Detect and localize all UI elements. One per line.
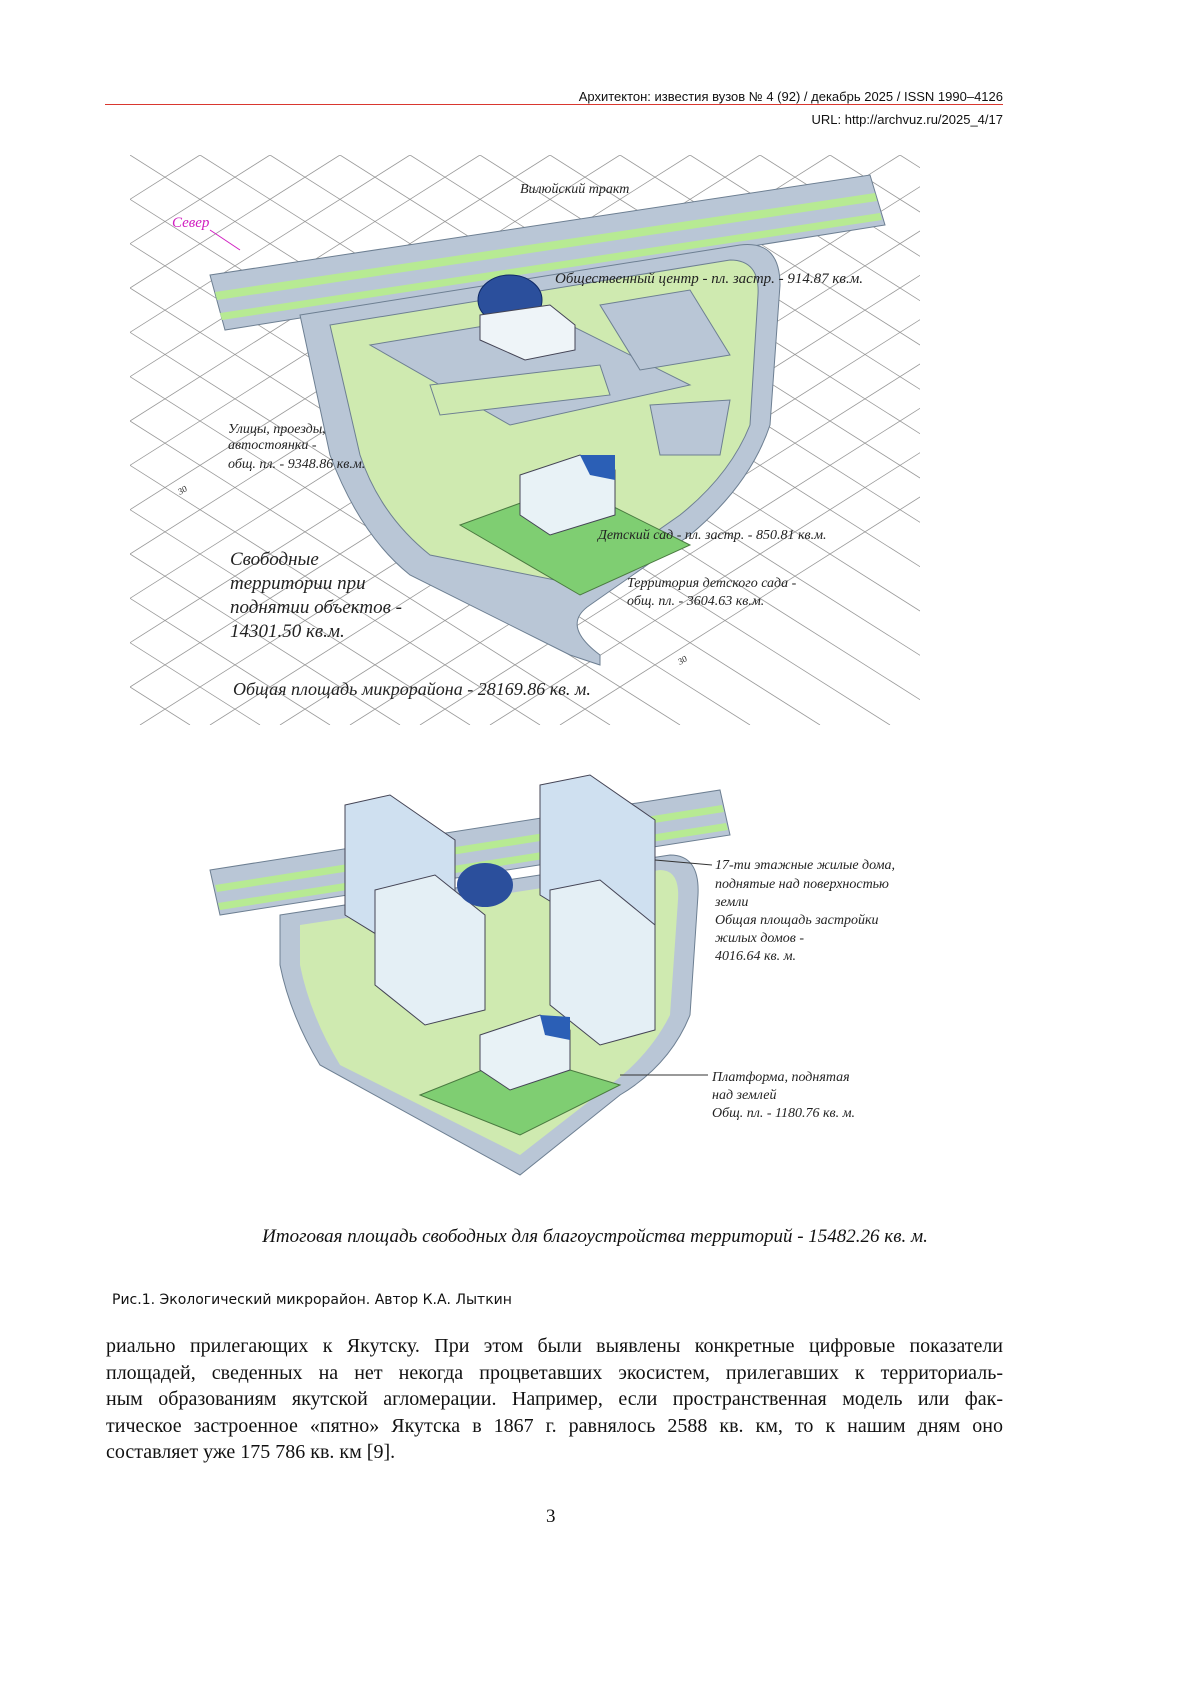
dome-icon [457, 863, 513, 907]
grid-line [130, 597, 331, 725]
leader-line [654, 859, 713, 866]
free-territory-label: территории при [230, 573, 366, 594]
streets-label: общ. пл. - 9348.86 кв.м. [228, 457, 365, 472]
kindergarten-area-label: Территория детского сада - [627, 576, 797, 591]
body-line: ным образованиям якутской агломерации. Н… [106, 1388, 1003, 1410]
grid-line [130, 331, 751, 725]
kindergarten-roof [540, 1015, 570, 1040]
journal-header: Архитектон: известия вузов № 4 (92) / де… [578, 89, 1003, 104]
houses-label: поднятые над поверхностью [715, 877, 889, 892]
page-number: 3 [546, 1506, 556, 1527]
total-area-label: Общая площадь микрорайона - 28169.86 кв.… [233, 679, 591, 699]
road-green-strip [220, 213, 882, 320]
kindergarten-label: Детский сад - пл. застр. - 850.81 кв.м. [596, 528, 827, 543]
article-url: URL: http://archvuz.ru/2025_4/17 [811, 112, 1003, 127]
free-territory-label: поднятии объектов - [230, 597, 402, 618]
platform-label: над землей [712, 1088, 776, 1103]
public-center-label: Общественный центр - пл. застр. - 914.87… [555, 271, 863, 287]
public-center-building [479, 304, 576, 361]
grid-line [619, 155, 920, 346]
houses-label: 17-ти этажные жилые дома, [715, 858, 895, 873]
grid-line [130, 155, 341, 289]
grid-line [130, 553, 401, 725]
grid-line [130, 509, 471, 725]
grid-line [349, 363, 920, 725]
grid-line [899, 155, 920, 169]
grid-line [759, 155, 920, 257]
platform-label: Общ. пл. - 1180.76 кв. м. [712, 1106, 855, 1121]
houses-label: жилых домов - [715, 931, 804, 946]
free-territory-label: Свободные [230, 549, 319, 570]
body-line: тическое застроенное «пятно» Якутска в 1… [106, 1414, 1003, 1437]
kindergarten-roof [580, 455, 615, 480]
houses-label: Общая площадь застройки [715, 913, 879, 928]
dimension-label: 30 [675, 653, 689, 667]
grid-line [130, 155, 201, 200]
grid-line [559, 496, 920, 725]
grid-line [130, 420, 611, 725]
grid-line [689, 155, 920, 302]
road-green-strip [215, 193, 877, 300]
houses-label: 4016.64 кв. м. [715, 949, 796, 964]
streets-label: автостоянки - [228, 438, 317, 453]
free-territory-label: 14301.50 кв.м. [230, 621, 345, 642]
body-line: риально прилегающих к Якутску. При этом … [106, 1335, 1003, 1357]
body-text: риально прилегающих к Якутску. При этом … [106, 1333, 1003, 1466]
streets [368, 289, 731, 456]
grid-line [130, 155, 411, 333]
grid-line [130, 155, 481, 378]
body-line: площадей, сведенных на нет некогда процв… [106, 1361, 1003, 1384]
houses-label: земли [714, 895, 748, 910]
figure-caption: Рис.1. Экологический микрорайон. Автор К… [112, 1292, 512, 1308]
figure-microdistrict-plan: Север Вилюйский тракт Общественный центр… [130, 155, 920, 725]
body-line: составляет уже 175 786 кв. км [9]. [106, 1441, 396, 1463]
grid-line [489, 452, 920, 725]
streets-label: Улицы, проезды, [228, 422, 326, 437]
header-rule [105, 104, 1003, 105]
platform-label: Платформа, поднятая [711, 1070, 850, 1085]
road-label: Вилюйский тракт [520, 182, 629, 197]
figure-total-caption: Итоговая площадь свободных для благоустр… [262, 1226, 928, 1247]
kindergarten-area-label: общ. пл. - 3604.63 кв.м. [627, 594, 764, 609]
figure-raised-buildings: 17-ти этажные жилые дома, поднятые над п… [209, 774, 895, 1176]
towers [344, 774, 656, 1046]
north-leader [209, 229, 241, 251]
grid-line [829, 155, 920, 213]
grid-line [130, 464, 541, 725]
north-label: Север [172, 215, 210, 231]
